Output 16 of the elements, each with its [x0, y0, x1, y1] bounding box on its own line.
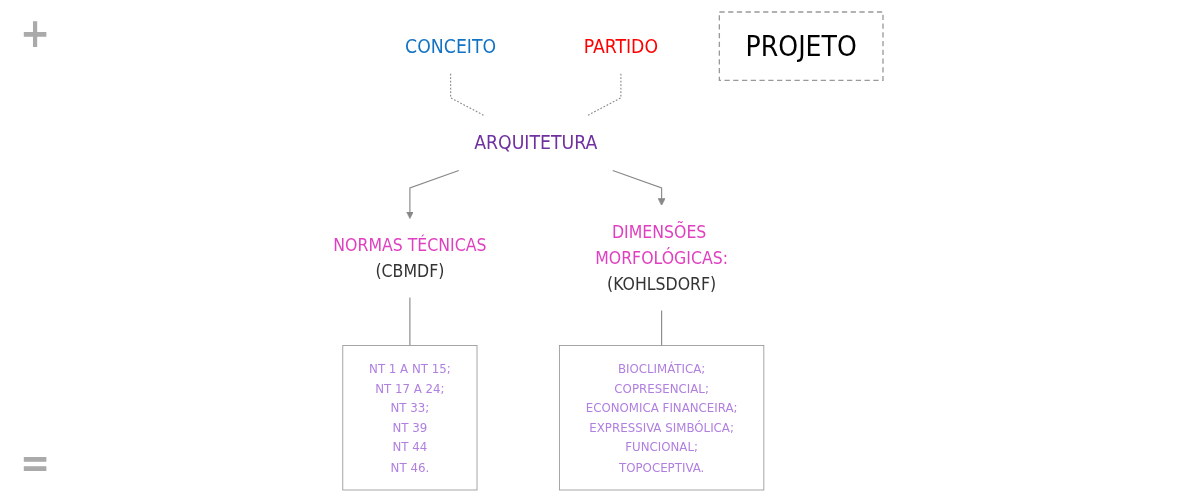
node-box: BIOCLIMÁTICA; COPRESENCIAL; ECONOMICA FINANCEIRA; EXPRESSIVA SIMBÓLICA; FUNCIONAL; TOPOCEPTIVA.	[558, 345, 765, 491]
node-text: PARTIDO	[583, 35, 659, 58]
node-text: ARQUITETURA	[474, 131, 598, 154]
node-text: NORMAS TÉCNICAS	[333, 234, 487, 256]
symbol-text: =	[20, 440, 51, 486]
arrow	[406, 169, 460, 219]
arrow	[612, 169, 666, 206]
node-text: CONCEITO	[405, 35, 497, 58]
symbol-text: +	[20, 10, 51, 56]
connector	[661, 309, 663, 347]
node-label: (CBMDF)	[375, 260, 445, 282]
node-label: (KOHLSDORF)	[607, 273, 717, 295]
node-box: PROJETO	[718, 11, 884, 81]
connector	[409, 296, 411, 347]
node-text: DIMENSÕES MORFOLÓGICAS:	[595, 221, 729, 269]
node-box: NT 1 A NT 15; NT 17 A 24; NT 33; NT 39 NT 44 NT 46.	[342, 345, 478, 491]
